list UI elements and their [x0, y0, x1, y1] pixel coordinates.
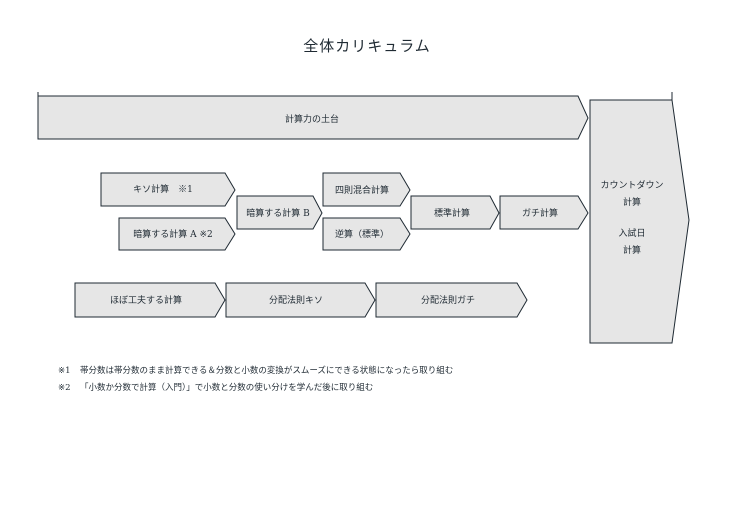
- kiso-arrow-label: キソ計算 ※1: [133, 183, 193, 195]
- anzan-b-arrow: 暗算する計算 B: [236, 195, 323, 230]
- footnotes: ※1 帯分数は帯分数のまま計算できる＆分数と小数の変換がスムーズにできる状態になっ…: [58, 363, 453, 397]
- bunpai-gachi-arrow: 分配法則ガチ: [375, 282, 528, 318]
- page-title: 全体カリキュラム: [303, 37, 431, 55]
- final-arrow-line1: カウントダウン: [600, 179, 663, 191]
- footnote-2-mark: ※2: [58, 383, 71, 393]
- foundation-arrow-label: 計算力の土台: [285, 113, 339, 125]
- hobo-arrow-label: ほぼ工夫する計算: [110, 294, 182, 306]
- anzan-a-arrow: 暗算する計算 A ※2: [118, 217, 236, 251]
- bunpai-gachi-arrow-label: 分配法則ガチ: [421, 294, 475, 306]
- footnote-1: ※1 帯分数は帯分数のまま計算できる＆分数と小数の変換がスムーズにできる状態になっ…: [58, 363, 453, 380]
- gyakuzan-arrow-label: 逆算（標準）: [335, 228, 389, 240]
- shisoku-arrow: 四則混合計算: [322, 172, 411, 207]
- foundation-arrow: 計算力の土台: [37, 95, 589, 140]
- gachi-arrow: ガチ計算: [499, 195, 589, 230]
- final-arrow-line3: 入試日: [618, 227, 645, 239]
- final-arrow: カウントダウン 計算 入試日 計算: [589, 92, 690, 344]
- anzan-b-arrow-label: 暗算する計算 B: [246, 207, 310, 219]
- footnote-1-text: 帯分数は帯分数のまま計算できる＆分数と小数の変換がスムーズにできる状態になったら…: [80, 366, 454, 376]
- kiso-arrow: キソ計算 ※1: [100, 172, 236, 207]
- bunpai-kiso-arrow-label: 分配法則キソ: [269, 294, 323, 306]
- hyojun-arrow: 標準計算: [410, 195, 500, 230]
- footnote-2-text: 「小数か分数で計算（入門）」で小数と分数の使い分けを学んだ後に取り組む: [80, 383, 374, 393]
- gachi-arrow-label: ガチ計算: [522, 207, 558, 219]
- footnote-2: ※2 「小数か分数で計算（入門）」で小数と分数の使い分けを学んだ後に取り組む: [58, 380, 453, 397]
- hyojun-arrow-label: 標準計算: [434, 207, 470, 219]
- shisoku-arrow-label: 四則混合計算: [335, 184, 389, 196]
- bunpai-kiso-arrow: 分配法則キソ: [225, 282, 376, 318]
- footnote-1-mark: ※1: [58, 366, 71, 376]
- final-arrow-line2: 計算: [623, 196, 641, 208]
- hobo-arrow: ほぼ工夫する計算: [74, 282, 226, 318]
- anzan-a-arrow-label: 暗算する計算 A ※2: [133, 228, 213, 240]
- final-arrow-line4: 計算: [623, 244, 641, 256]
- gyakuzan-arrow: 逆算（標準）: [322, 217, 411, 251]
